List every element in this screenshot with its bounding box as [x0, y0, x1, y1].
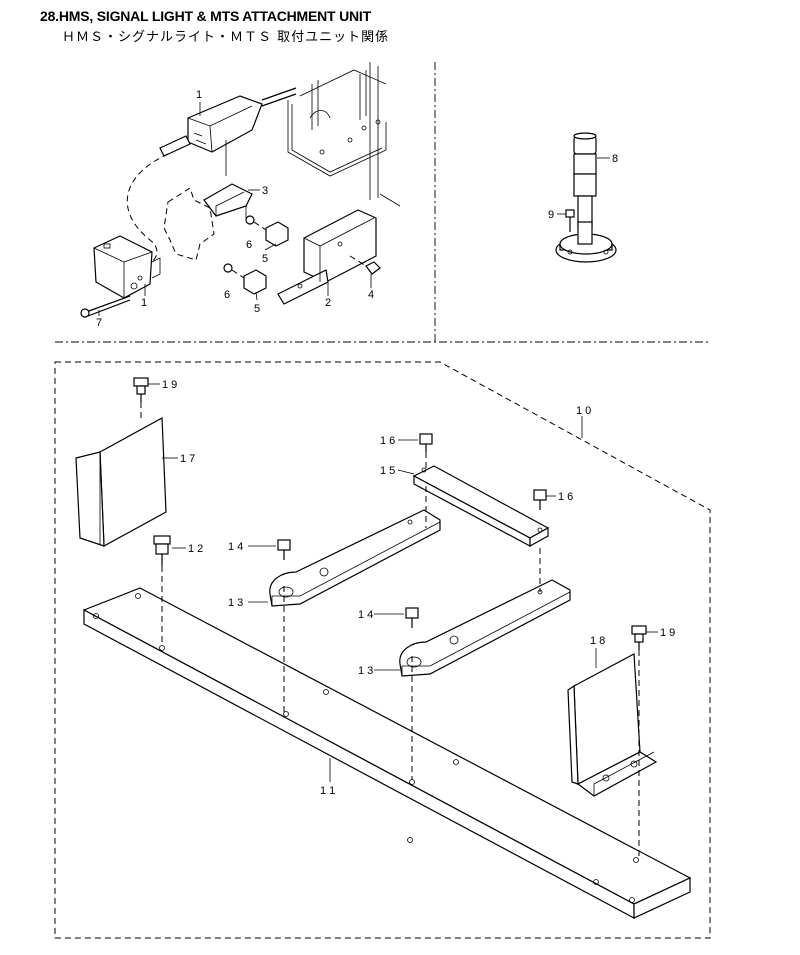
hms-sensor-assembly — [80, 62, 401, 318]
bolt-part-4 — [349, 255, 381, 275]
unit-boundary-10 — [54, 361, 711, 939]
screw-part-9 — [565, 209, 575, 232]
bolt-part-19-right — [631, 625, 647, 858]
callout-1-sensor: 1 — [196, 89, 202, 101]
clamp-part-5-upper — [265, 221, 289, 247]
callout-18: 1 8 — [590, 635, 605, 647]
callout-7: 7 — [96, 317, 102, 329]
callout-labels: 1 1 2 3 4 5 5 6 6 7 8 9 1 0 1 1 1 2 1 3 … — [96, 89, 675, 797]
callout-14-lower: 1 4 — [358, 609, 373, 621]
screw-part-14-lower — [405, 607, 419, 780]
base-plate-part-11 — [82, 587, 692, 920]
callout-16-upper: 1 6 — [380, 435, 395, 447]
callout-5-lower: 5 — [254, 303, 260, 315]
page-subtitle-jp: ＨＭＳ・シグナルライト・ＭＴＳ 取付ユニット関係 — [62, 30, 390, 45]
callout-14-upper: 1 4 — [228, 541, 243, 553]
signal-light-assembly — [555, 132, 617, 263]
hms-module — [93, 235, 161, 299]
callout-13-upper: 1 3 — [228, 597, 243, 609]
callout-3: 3 — [262, 185, 268, 197]
cover-plate-part-17 — [75, 417, 167, 547]
machine-frame — [287, 62, 401, 207]
signal-light-base — [555, 221, 617, 263]
callout-19-right: 1 9 — [660, 627, 675, 639]
callout-1-module: 1 — [141, 297, 147, 309]
clamp-part-5-lower — [243, 269, 267, 295]
callout-4: 4 — [368, 289, 374, 301]
callout-6-lower: 6 — [224, 289, 230, 301]
support-bar-part-13-upper — [269, 509, 441, 607]
callout-15: 1 5 — [380, 465, 395, 477]
bracket-part-3 — [203, 183, 253, 220]
screw-part-7 — [80, 295, 131, 318]
callout-10: 1 0 — [576, 405, 591, 417]
callout-9: 9 — [548, 209, 554, 221]
page-title: 28.HMS, SIGNAL LIGHT & MTS ATTACHMENT UN… — [40, 8, 371, 24]
bolt-part-12 — [153, 535, 171, 646]
section-dividers — [55, 62, 710, 343]
title-block: 28.HMS, SIGNAL LIGHT & MTS ATTACHMENT UN… — [40, 8, 389, 45]
callout-2: 2 — [325, 297, 331, 309]
callout-5-upper: 5 — [262, 253, 268, 265]
callout-6-upper: 6 — [246, 239, 252, 251]
callout-8: 8 — [612, 153, 618, 165]
screw-part-6-upper — [245, 215, 267, 231]
angle-rail-part-15 — [412, 465, 550, 548]
signal-light-part-8 — [573, 132, 597, 227]
callout-17: 1 7 — [180, 453, 195, 465]
screw-part-14-upper — [277, 539, 291, 712]
callout-13-lower: 1 3 — [358, 665, 373, 677]
screw-part-6-lower — [223, 263, 245, 279]
bolt-part-19-left — [133, 377, 149, 420]
screw-part-16-lower — [533, 489, 547, 592]
callout-11: 1 1 — [320, 785, 335, 797]
support-bar-part-13-lower — [399, 579, 571, 677]
screw-part-16-upper — [419, 433, 433, 528]
bracket-part-2 — [277, 209, 377, 305]
callout-leaders — [98, 102, 658, 782]
hms-sensor-head — [159, 87, 297, 176]
angle-bracket-part-18 — [567, 653, 658, 797]
callout-12: 1 2 — [188, 543, 203, 555]
callout-16-lower: 1 6 — [558, 491, 573, 503]
callout-19-left: 1 9 — [162, 379, 177, 391]
